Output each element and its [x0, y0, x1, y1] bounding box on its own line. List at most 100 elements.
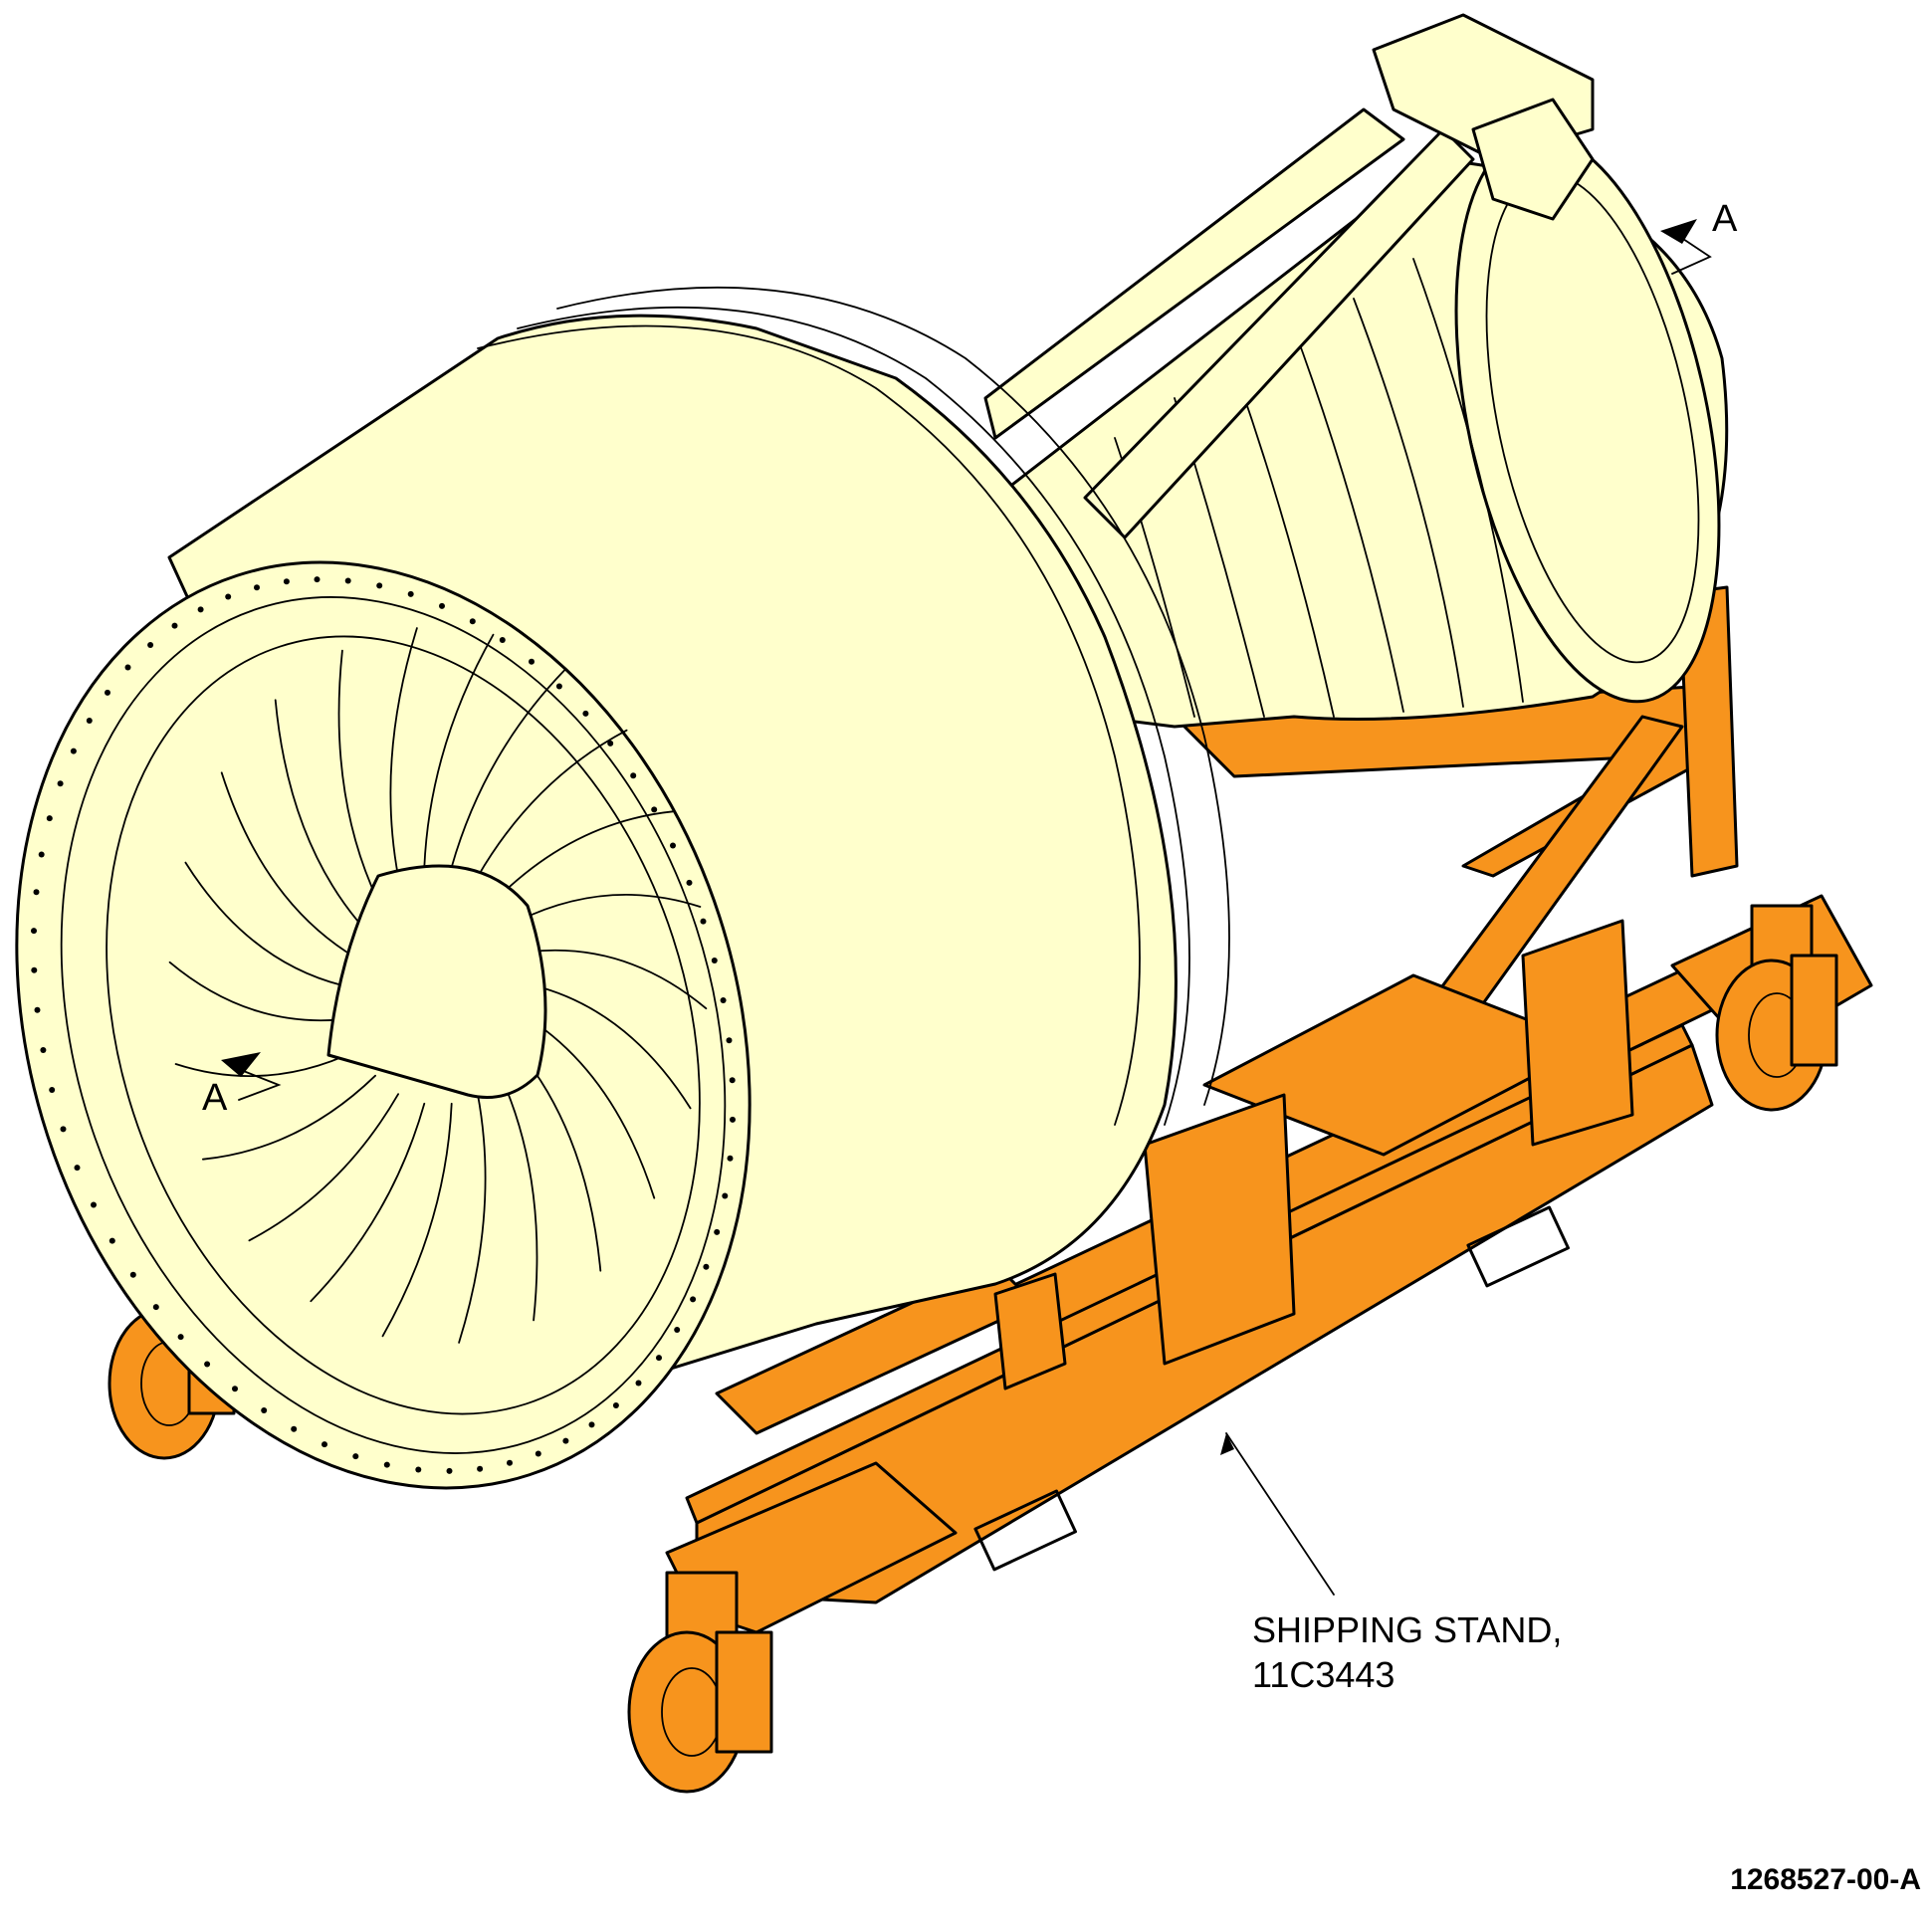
callout-arrowhead: [1220, 1433, 1234, 1455]
shipping-stand: [107, 585, 1873, 1794]
fan-blade-edge: [174, 1049, 359, 1077]
inlet-rivet: [108, 1237, 115, 1244]
inlet-rivet: [635, 1380, 642, 1387]
inlet-rivet: [197, 606, 204, 613]
fan-blade-edge: [423, 633, 495, 869]
inlet-rivet: [225, 593, 232, 600]
engine-mount-strut-long: [983, 107, 1405, 440]
inlet-rivet: [105, 689, 110, 696]
callout-label-line-2: 11C3443: [1252, 1654, 1395, 1695]
inlet-rivet: [291, 1425, 298, 1432]
callout-label-line-1: SHIPPING STAND,: [1252, 1609, 1562, 1650]
fan-blade-edge: [310, 1102, 426, 1303]
inlet-rivet: [529, 658, 535, 665]
inlet-rivet: [49, 1087, 56, 1093]
stand-rear-plate: [1521, 919, 1634, 1147]
inlet-rivet: [582, 710, 589, 717]
inlet-rivet: [690, 1296, 697, 1303]
inlet-rivet: [31, 966, 38, 973]
stand-left-post: [993, 1272, 1067, 1390]
inlet-rivet: [700, 918, 707, 925]
inlet-rivet: [651, 806, 658, 813]
section-marker-top-letter: A: [1712, 198, 1738, 240]
fan-blade-edge: [337, 649, 376, 897]
stand-front-plate: [1143, 1093, 1296, 1366]
inlet-rivet: [607, 740, 614, 747]
stand-beam-slot-1: [973, 1489, 1078, 1572]
inlet-rivet: [656, 1355, 662, 1362]
fan-blade-edge: [184, 861, 343, 986]
inlet-rivet: [730, 1116, 736, 1123]
inlet-rivet: [177, 1334, 184, 1341]
fan-blade-edge: [500, 810, 674, 897]
inlet-rivet: [727, 1155, 734, 1162]
caster-wheel-rear-right: [1715, 904, 1838, 1112]
inlet-rivet: [74, 1165, 81, 1172]
inlet-rivet: [703, 1263, 710, 1270]
fan-blade-edge: [202, 1074, 376, 1161]
fan-case-flange-ring-1: [477, 324, 1141, 1126]
inlet-rivet: [129, 1271, 136, 1278]
inlet-rivet: [60, 1126, 67, 1133]
inlet-rivet: [31, 928, 37, 935]
inlet-rivet: [57, 780, 64, 787]
engine-mount-strut-diag: [1083, 127, 1475, 539]
inlet-rivet: [630, 772, 637, 779]
inlet-rivet: [722, 1192, 729, 1199]
inlet-rivet: [152, 1304, 159, 1311]
inlet-rivet-pattern: [31, 576, 736, 1474]
inlet-rivet: [555, 683, 562, 690]
fan-case-flange-ring-2: [517, 306, 1190, 1126]
inlet-rivet: [439, 602, 445, 609]
section-marker-top: A: [1660, 198, 1738, 275]
inlet-rivet: [376, 582, 383, 589]
inlet-rivet: [714, 1228, 721, 1235]
inlet-rivet: [46, 815, 53, 822]
inlet-rivet: [499, 637, 506, 643]
fan-blade-edge: [533, 984, 692, 1110]
inlet-rivet: [261, 1407, 268, 1413]
inlet-rivet: [726, 1037, 733, 1044]
inlet-rivet: [40, 1047, 47, 1053]
inlet-rivet: [254, 584, 260, 591]
inlet-rivet: [729, 1077, 736, 1084]
inlet-rivet: [446, 1467, 453, 1474]
inlet-rivet: [588, 1421, 595, 1428]
engine-core-rings: [1114, 258, 1524, 718]
engine-rear-mount-clevis: [1471, 98, 1595, 221]
inlet-rivet: [34, 1006, 41, 1013]
engine-fan-face: [106, 635, 701, 1415]
inlet-rivet: [314, 576, 321, 583]
fan-blade-edge: [529, 1017, 656, 1199]
fan-blade-edge: [248, 1093, 399, 1242]
fan-blade-edge: [500, 1074, 538, 1322]
inlet-rivet: [283, 578, 290, 585]
fan-blade-edge: [477, 729, 628, 878]
inlet-rivet: [711, 958, 718, 963]
inlet-rivet: [686, 879, 693, 886]
caster-wheel-front-right: [627, 1571, 773, 1794]
inlet-rivet: [33, 889, 40, 896]
engine-inlet-inner-edge: [60, 596, 727, 1454]
inlet-rivet: [612, 1402, 619, 1408]
inlet-rivet: [232, 1386, 238, 1392]
stand-beam-slot-2: [1466, 1205, 1571, 1288]
inlet-rivet: [322, 1441, 327, 1448]
inlet-rivet: [38, 851, 45, 858]
inlet-rivet: [352, 1453, 359, 1460]
inlet-rivet: [670, 842, 676, 849]
inlet-rivet: [124, 664, 131, 671]
inlet-rivet: [171, 622, 178, 629]
inlet-rivet: [415, 1466, 422, 1473]
engine-spinner: [326, 864, 547, 1099]
inlet-rivet: [507, 1459, 513, 1466]
callout-leader-line: [1225, 1432, 1335, 1596]
inlet-rivet: [91, 1201, 97, 1208]
inlet-rivet: [407, 590, 414, 597]
inlet-rivet: [147, 642, 154, 648]
inlet-rivet: [86, 718, 93, 724]
fan-blade-edge: [168, 961, 347, 1022]
turbofan-engine: [15, 13, 1729, 1490]
fan-blade-edge: [450, 668, 566, 869]
